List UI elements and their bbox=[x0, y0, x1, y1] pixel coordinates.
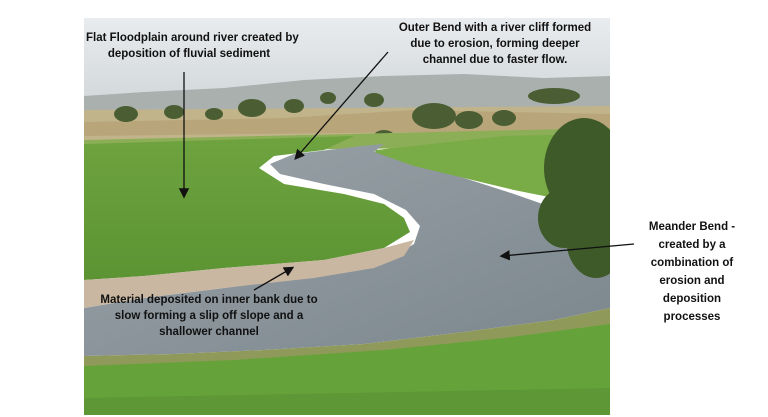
outer-bend-label: Outer Bend with a river cliff formed due… bbox=[392, 20, 598, 68]
distant-hills bbox=[84, 74, 610, 114]
inner-bank-label-line2: slow forming a slip off slope and a bbox=[114, 310, 304, 322]
meander-bend-label-line4: erosion and bbox=[659, 275, 725, 287]
tree-line bbox=[114, 88, 580, 142]
near-bank-reeds bbox=[84, 308, 610, 368]
river-meander-photo bbox=[84, 18, 610, 415]
inner-bank-label-line1: Material deposited on inner bank due to bbox=[100, 294, 318, 306]
river-channel bbox=[84, 144, 610, 356]
floodplain-label-line1: Flat Floodplain around river created by bbox=[86, 32, 299, 44]
floodplain-label-line2: deposition of fluvial sediment bbox=[107, 48, 271, 60]
outer-bend-label-line2: due to erosion, forming deeper bbox=[410, 38, 580, 50]
inner-bank-arrow bbox=[253, 266, 295, 291]
meander-bend-label: Meander Bend - created by a combination … bbox=[632, 218, 752, 326]
meander-bend-label-line5: deposition bbox=[662, 293, 722, 305]
floodplain-label: Flat Floodplain around river created by … bbox=[86, 30, 299, 62]
meander-bend-label-line1: Meander Bend - bbox=[648, 221, 736, 233]
meander-bend-label-line2: created by a bbox=[658, 239, 726, 251]
outer-bend-label-line1: Outer Bend with a river cliff formed bbox=[398, 22, 592, 34]
meander-bend-label-line3: combination of bbox=[650, 257, 734, 269]
inner-bank-label-line3: shallower channel bbox=[159, 326, 259, 338]
outer-bend-label-line3: channel due to faster flow. bbox=[422, 54, 568, 66]
outer-bend-arrow bbox=[294, 51, 389, 160]
meander-bend-arrow bbox=[499, 243, 635, 261]
right-trees bbox=[538, 118, 610, 278]
inner-bank-label: Material deposited on inner bank due to … bbox=[94, 292, 324, 340]
floodplain-field bbox=[84, 136, 410, 280]
meander-bend-label-line6: processes bbox=[663, 311, 721, 323]
slip-off-slope bbox=[84, 240, 414, 308]
